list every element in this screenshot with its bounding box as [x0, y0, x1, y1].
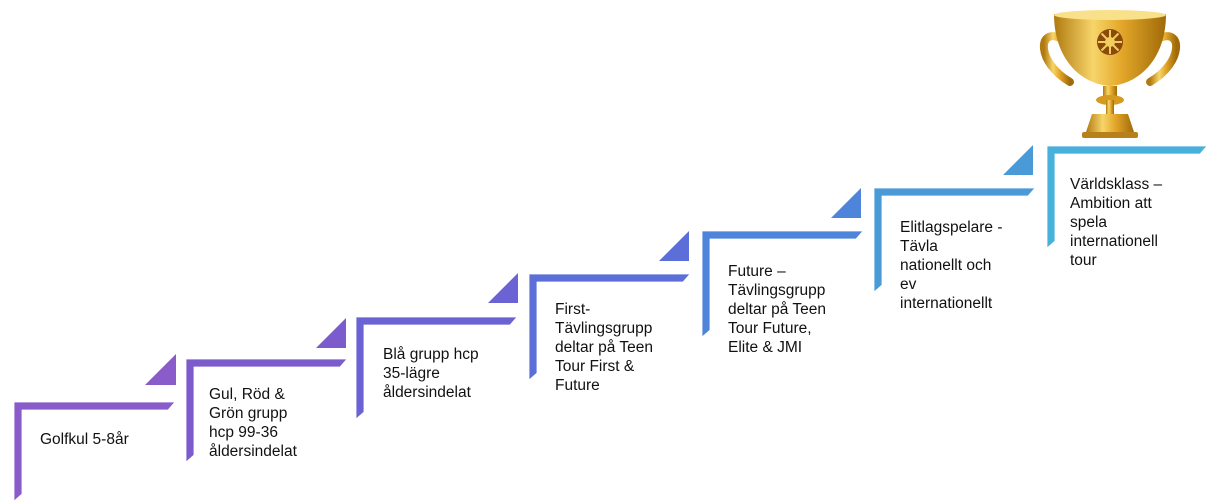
- step-6: [873, 145, 1036, 293]
- step-5: [701, 188, 864, 338]
- step-6-bar: [873, 187, 1036, 293]
- step-4-label: First- Tävlingsgrupp deltar på Teen Tour…: [555, 301, 653, 394]
- step-1-label: Golfkul 5-8år: [40, 431, 129, 448]
- step-6-arrow: [1003, 145, 1033, 175]
- step-4-arrow: [659, 231, 689, 261]
- step-7-label: Världsklass – Ambition att spela interna…: [1070, 176, 1163, 269]
- step-5-label: Future – Tävlingsgrupp deltar på Teen To…: [728, 263, 826, 356]
- step-2-label: Gul, Röd & Grön grupp hcp 99-36 åldersin…: [209, 386, 297, 460]
- step-1: [13, 354, 176, 501]
- step-2: [185, 318, 348, 463]
- step-7: [1046, 145, 1208, 249]
- step-4: [528, 231, 691, 381]
- step-3-arrow: [488, 273, 518, 303]
- step-5-bar: [701, 230, 864, 338]
- step-3-bar: [355, 316, 518, 420]
- step-3-label: Blå grupp hcp 35-lägre åldersindelat: [383, 346, 479, 401]
- step-1-bar: [13, 401, 176, 501]
- step-1-arrow: [145, 354, 176, 385]
- step-2-bar: [185, 358, 348, 463]
- step-6-label: Elitlagspelare - Tävla nationellt och ev…: [900, 219, 1003, 312]
- step-4-bar: [528, 273, 691, 381]
- step-3: [355, 273, 518, 420]
- trophy-icon: [1040, 10, 1180, 138]
- step-2-arrow: [316, 318, 346, 348]
- step-7-bar: [1046, 145, 1208, 249]
- step-5-arrow: [831, 188, 861, 218]
